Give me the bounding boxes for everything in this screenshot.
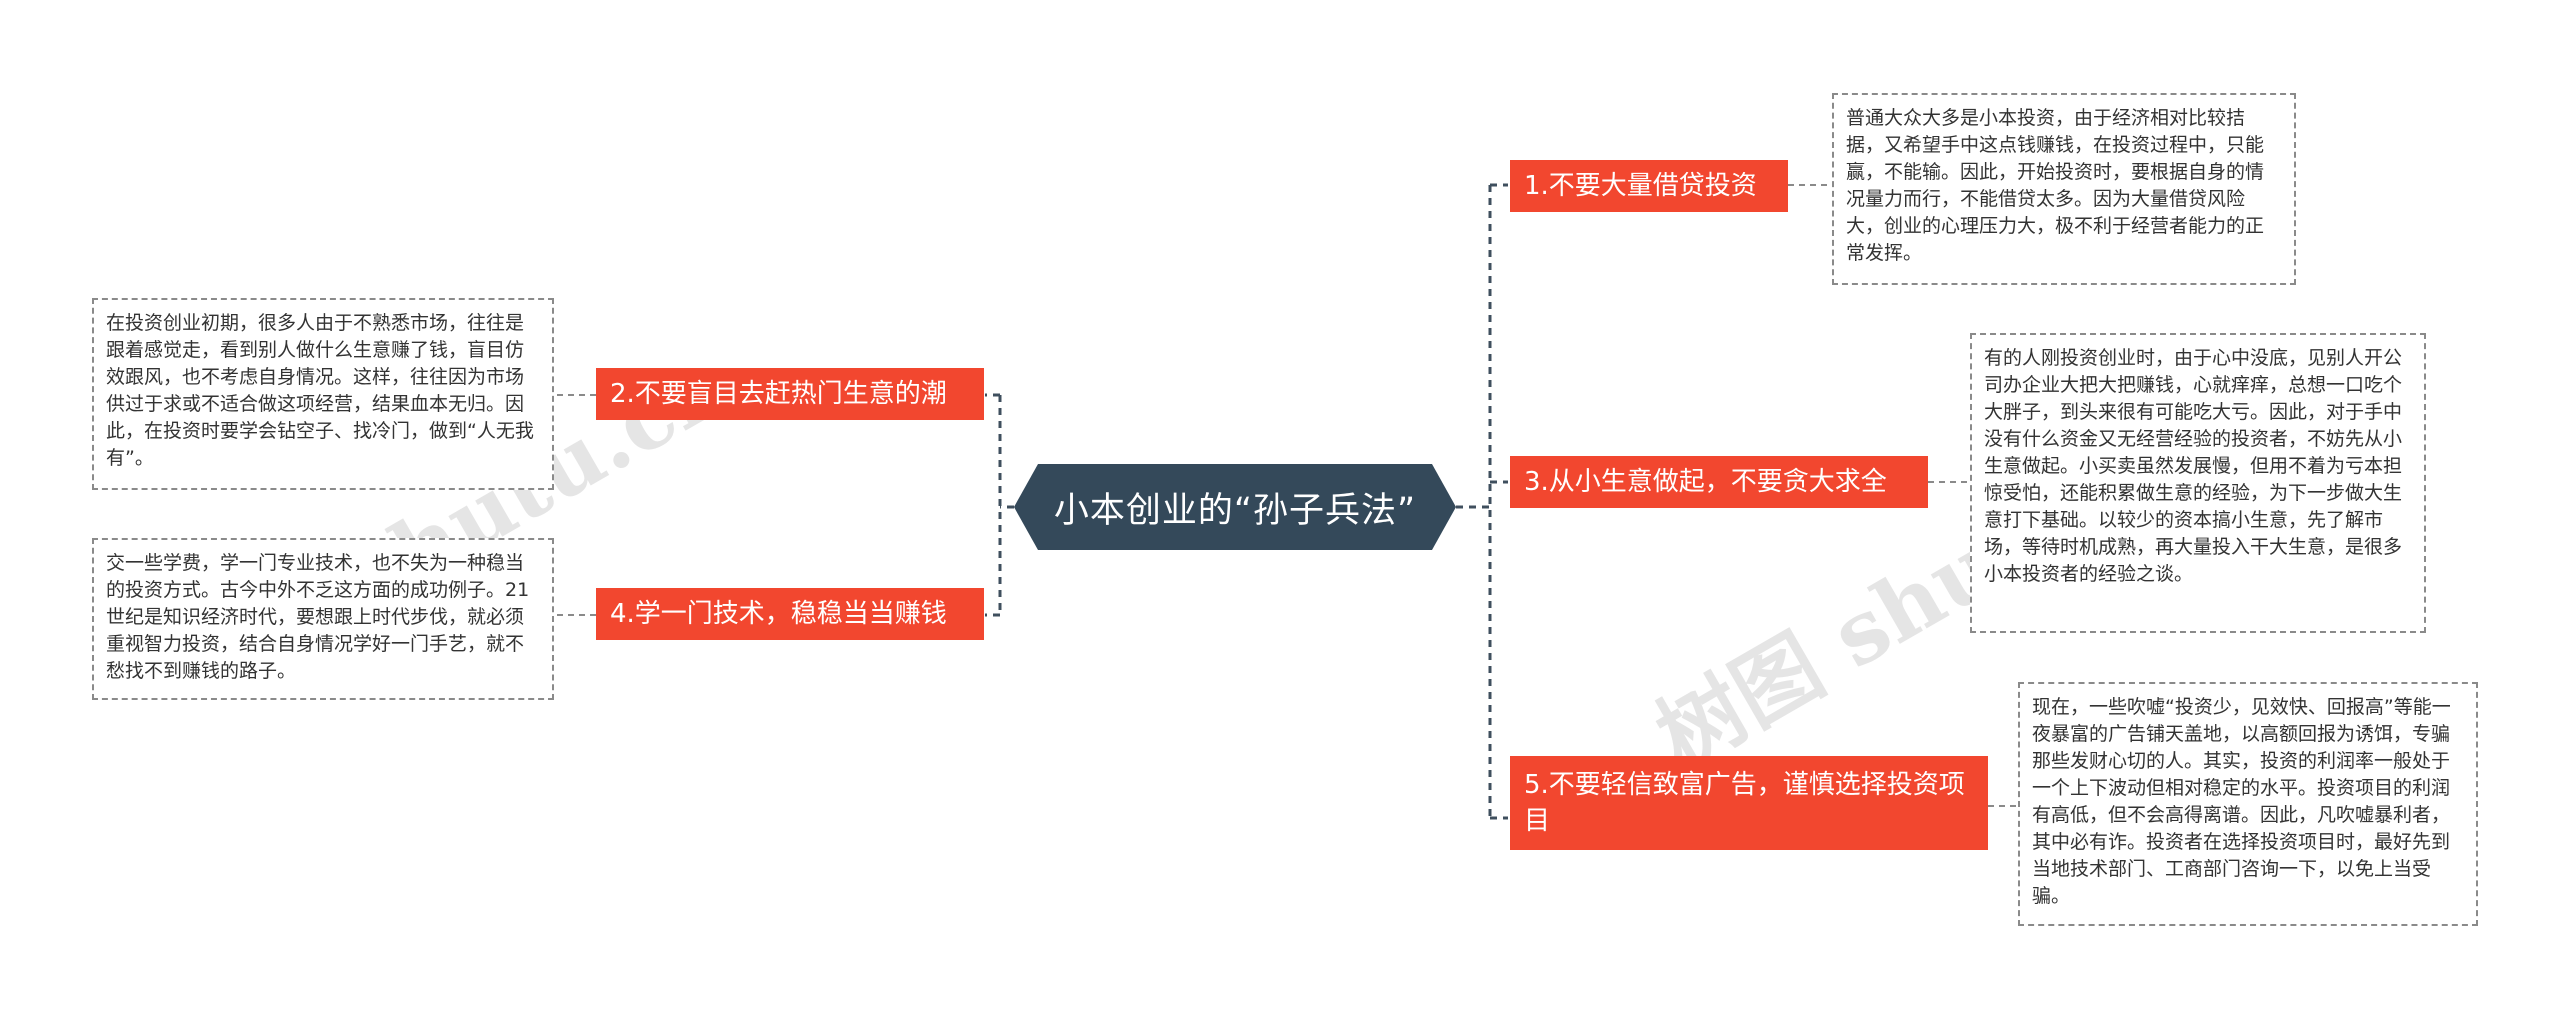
note-1-text: 普通大众大多是小本投资，由于经济相对比较拮据，又希望手中这点钱赚钱，在投资过程中… [1846,107,2265,264]
note-1: 普通大众大多是小本投资，由于经济相对比较拮据，又希望手中这点钱赚钱，在投资过程中… [1832,93,2296,285]
note-4: 交一些学费，学一门专业技术，也不失为一种稳当的投资方式。古今中外不乏这方面的成功… [92,538,554,700]
note-3-text: 有的人刚投资创业时，由于心中没底，见别人开公司办企业大把大把赚钱，心就痒痒，总想… [1984,347,2403,585]
branch-1[interactable]: 1.不要大量借贷投资 [1510,160,1788,212]
branch-1-label: 1.不要大量借贷投资 [1524,171,1757,201]
branch-5[interactable]: 5.不要轻信致富广告，谨慎选择投资项目 [1510,756,1988,850]
note-2: 在投资创业初期，很多人由于不熟悉市场，往往是跟着感觉走，看到别人做什么生意赚了钱… [92,298,554,490]
note-3: 有的人刚投资创业时，由于心中没底，见别人开公司办企业大把大把赚钱，心就痒痒，总想… [1970,333,2426,633]
branch-4[interactable]: 4.学一门技术，稳稳当当赚钱 [596,588,984,640]
branch-2[interactable]: 2.不要盲目去赶热门生意的潮 [596,368,984,420]
note-4-text: 交一些学费，学一门专业技术，也不失为一种稳当的投资方式。古今中外不乏这方面的成功… [106,552,530,682]
branch-5-label: 5.不要轻信致富广告，谨慎选择投资项目 [1524,770,1965,836]
note-5-text: 现在，一些吹嘘“投资少，见效快、回报高”等能一夜暴富的广告铺天盖地，以高额回报为… [2032,696,2451,907]
note-5: 现在，一些吹嘘“投资少，见效快、回报高”等能一夜暴富的广告铺天盖地，以高额回报为… [2018,682,2478,926]
branch-3-label: 3.从小生意做起，不要贪大求全 [1524,467,1887,497]
root-node[interactable]: 小本创业的“孙子兵法” [1014,464,1456,550]
note-2-text: 在投资创业初期，很多人由于不熟悉市场，往往是跟着感觉走，看到别人做什么生意赚了钱… [106,312,534,469]
branch-3[interactable]: 3.从小生意做起，不要贪大求全 [1510,456,1928,508]
branch-2-label: 2.不要盲目去赶热门生意的潮 [610,379,947,409]
root-title: 小本创业的“孙子兵法” [1053,490,1417,531]
branch-4-label: 4.学一门技术，稳稳当当赚钱 [610,599,947,629]
